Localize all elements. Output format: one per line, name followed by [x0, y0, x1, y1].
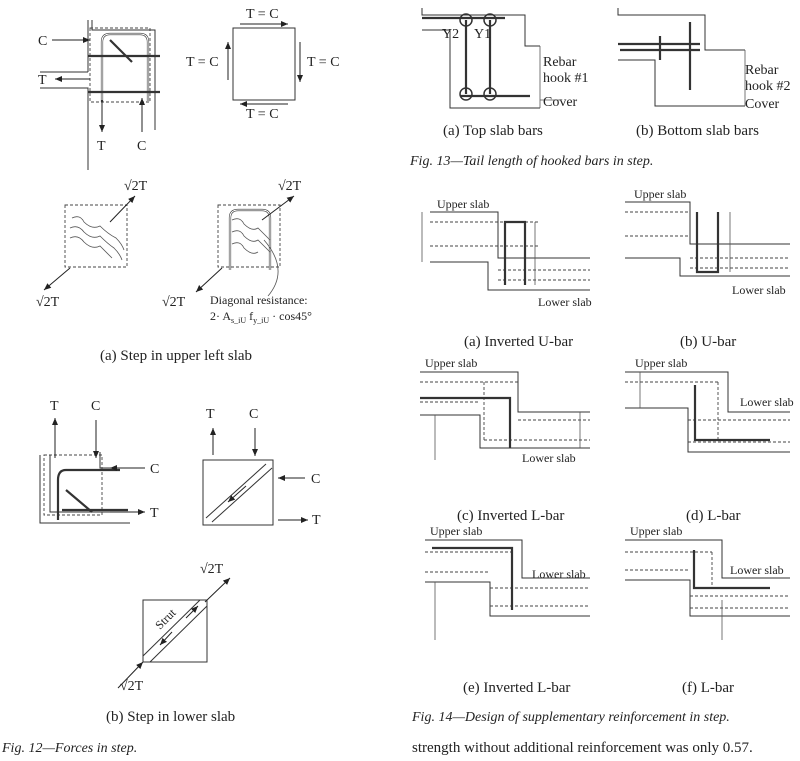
label-upper-slab: Upper slab [634, 187, 686, 201]
label-rebar: Rebar [745, 63, 779, 78]
label-T-bottom: T [97, 139, 106, 154]
label-diag-formula: 2· As_iU fy_iU · cos45° [210, 309, 312, 325]
fig12a-free-body [225, 21, 303, 107]
label-C-bottom: C [137, 139, 146, 154]
fig12a-cracked-square-1 [43, 195, 136, 291]
label-diag-resistance: Diagonal resistance: [210, 293, 308, 307]
label-sqrt2T: √2T [278, 179, 302, 194]
fig12b-free-body [202, 428, 308, 526]
fig13b-bottom-slab-bars [617, 8, 746, 107]
caption-14c: (c) Inverted L-bar [457, 508, 564, 524]
fig14a-inverted-u-bar [421, 211, 590, 291]
label-T: T [50, 399, 59, 414]
label-T: T [38, 73, 47, 88]
label-cover: Cover [543, 95, 578, 110]
label-sqrt2T: √2T [162, 295, 186, 310]
label-T: T [312, 513, 321, 528]
fig12a-joint-detail [40, 20, 160, 170]
fig14c-inverted-l-bar [420, 371, 590, 460]
fig12a-cracked-square-2 [195, 195, 295, 297]
fig14b-u-bar [625, 201, 790, 277]
caption-fig13: Fig. 13—Tail length of hooked bars in st… [409, 154, 653, 169]
label-upper-slab: Upper slab [430, 524, 482, 538]
label-C: C [38, 34, 47, 49]
label-upper-slab: Upper slab [437, 197, 489, 211]
label-lower-slab: Lower slab [740, 395, 794, 409]
caption-12b: (b) Step in lower slab [106, 709, 235, 725]
label-y2: Y2 [442, 27, 459, 42]
caption-12a: (a) Step in upper left slab [100, 348, 252, 364]
caption-13b: (b) Bottom slab bars [636, 123, 759, 139]
label-upper-slab: Upper slab [630, 524, 682, 538]
fig12b-joint-detail [39, 418, 145, 524]
label-sqrt2T: √2T [36, 295, 60, 310]
label-lower-slab: Lower slab [732, 283, 786, 297]
label-C: C [311, 472, 320, 487]
label-lower-slab: Lower slab [538, 295, 592, 309]
caption-14d: (d) L-bar [686, 508, 741, 524]
caption-14e: (e) Inverted L-bar [463, 680, 570, 696]
caption-fig12: Fig. 12—Forces in step. [1, 741, 137, 756]
label-bottom-TC: T = C [246, 107, 279, 122]
label-hook1: hook #1 [543, 71, 589, 86]
label-top-TC: T = C [246, 7, 279, 22]
fig14e-inverted-l-bar [425, 539, 590, 640]
label-right-TC: T = C [307, 55, 340, 70]
label-upper-slab: Upper slab [425, 356, 477, 370]
label-strut: Strut [152, 605, 179, 632]
caption-fig14: Fig. 14—Design of supplementary reinforc… [411, 710, 730, 725]
label-y1: Y1 [474, 27, 491, 42]
fig14f-l-bar [625, 539, 790, 640]
label-C: C [91, 399, 100, 414]
label-cover: Cover [745, 97, 780, 112]
label-C: C [150, 462, 159, 477]
label-hook2: hook #2 [745, 79, 791, 94]
caption-14f: (f) L-bar [682, 680, 734, 696]
label-T: T [150, 506, 159, 521]
caption-14b: (b) U-bar [680, 334, 736, 350]
label-C: C [249, 407, 258, 422]
fig13a-top-slab-bars [421, 8, 560, 109]
label-sqrt2T: √2T [200, 562, 224, 577]
fig12b-strut [117, 577, 231, 689]
label-lower-slab: Lower slab [532, 567, 586, 581]
label-lower-slab: Lower slab [522, 451, 576, 465]
label-upper-slab: Upper slab [635, 356, 687, 370]
caption-13a: (a) Top slab bars [443, 123, 543, 139]
label-sqrt2T: √2T [120, 679, 144, 694]
caption-14a: (a) Inverted U-bar [464, 334, 573, 350]
label-rebar: Rebar [543, 55, 577, 70]
label-lower-slab: Lower slab [730, 563, 784, 577]
label-T: T [206, 407, 215, 422]
fig14d-l-bar [625, 371, 790, 453]
label-left-TC: T = C [186, 55, 219, 70]
label-sqrt2T: √2T [124, 179, 148, 194]
body-text: strength without additional reinforcemen… [412, 740, 753, 756]
